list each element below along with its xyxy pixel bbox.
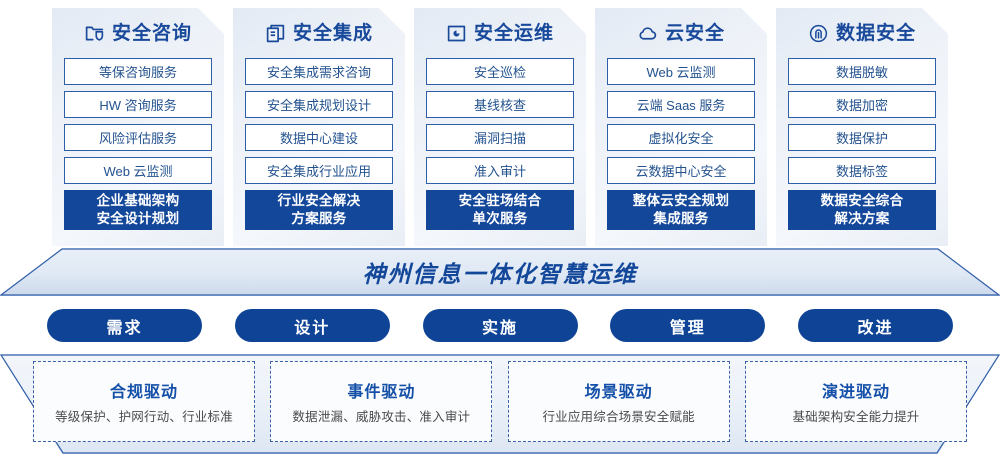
cloud-icon (637, 23, 658, 44)
service-item[interactable]: 安全巡检 (426, 58, 574, 85)
driver-title: 合规驱动 (109, 384, 178, 401)
pill-requirement[interactable]: 需求 (47, 309, 202, 342)
service-item[interactable]: 数据加密 (788, 91, 936, 118)
platform-banner: 神州信息一体化智慧运维 (0, 248, 1000, 296)
drivers-section: 合规驱动 等级保护、护网行动、行业标准 事件驱动 数据泄漏、威胁攻击、准入审计 … (0, 354, 1000, 454)
service-item[interactable]: 数据脱敏 (788, 58, 936, 85)
column-title: 安全集成 (292, 22, 373, 44)
service-item[interactable]: Web 云监测 (607, 58, 755, 85)
driver-card-scenario[interactable]: 场景驱动 行业应用综合场景安全赋能 (507, 361, 730, 442)
service-item[interactable]: 云数据中心安全 (607, 157, 755, 184)
service-item[interactable]: 虚拟化安全 (607, 124, 755, 151)
column-highlight-item[interactable]: 整体云安全规划 集成服务 (607, 190, 755, 230)
column-header: 安全咨询 (64, 8, 212, 58)
column-header: 数据安全 (788, 8, 936, 58)
driver-title: 事件驱动 (347, 384, 416, 401)
driver-title: 演进驱动 (821, 384, 890, 401)
pill-management[interactable]: 管理 (610, 309, 766, 342)
capability-column-security-operations[interactable]: 安全运维 安全巡检 基线核查 漏洞扫描 准入审计 安全驻场结合 单次服务 (414, 8, 586, 246)
column-highlight-item[interactable]: 数据安全综合 解决方案 (788, 190, 936, 230)
capability-column-security-integration[interactable]: 安全集成 安全集成需求咨询 安全集成规划设计 数据中心建设 安全集成行业应用 行… (233, 8, 405, 246)
driver-description: 数据泄漏、威胁攻击、准入审计 (292, 410, 471, 424)
service-item[interactable]: 数据保护 (788, 124, 936, 151)
service-item[interactable]: Web 云监测 (64, 157, 212, 184)
driver-title: 场景驱动 (584, 384, 653, 401)
column-title: 云安全 (664, 22, 725, 44)
driver-description: 行业应用综合场景安全赋能 (542, 410, 695, 424)
driver-description: 等级保护、护网行动、行业标准 (55, 410, 233, 424)
service-item[interactable]: 数据中心建设 (245, 124, 393, 151)
service-item[interactable]: 安全集成行业应用 (245, 157, 393, 184)
service-item[interactable]: 风险评估服务 (64, 124, 212, 151)
column-highlight-item[interactable]: 安全驻场结合 单次服务 (426, 190, 574, 230)
column-header: 安全集成 (245, 8, 393, 58)
driver-card-incident[interactable]: 事件驱动 数据泄漏、威胁攻击、准入审计 (270, 361, 493, 442)
highlight-line: 整体云安全规划 (632, 192, 730, 208)
monitor-chart-icon (446, 23, 467, 44)
capability-column-data-security[interactable]: 数据安全 数据脱敏 数据加密 数据保护 数据标签 数据安全综合 解决方案 (776, 8, 948, 246)
highlight-line: 安全设计规划 (96, 211, 180, 226)
column-title: 安全运维 (473, 22, 554, 44)
copy-documents-icon (265, 23, 286, 44)
column-header: 安全运维 (426, 8, 574, 58)
service-item[interactable]: 等保咨询服务 (64, 58, 212, 85)
drivers-list: 合规驱动 等级保护、护网行动、行业标准 事件驱动 数据泄漏、威胁攻击、准入审计 … (0, 354, 1000, 454)
banner-title: 神州信息一体化智慧运维 (362, 261, 638, 287)
highlight-line: 企业基础架构 (96, 192, 180, 208)
service-item[interactable]: 安全集成需求咨询 (245, 58, 393, 85)
highlight-line: 单次服务 (472, 211, 528, 226)
pill-design[interactable]: 设计 (234, 309, 390, 342)
column-title: 安全咨询 (111, 22, 192, 44)
lifecycle-pills: 需求 设计 实施 管理 改进 (0, 309, 1000, 342)
service-item[interactable]: 安全集成规划设计 (245, 91, 393, 118)
service-item[interactable]: 漏洞扫描 (426, 124, 574, 151)
service-item[interactable]: 准入审计 (426, 157, 574, 184)
driver-card-compliance[interactable]: 合规驱动 等级保护、护网行动、行业标准 (33, 361, 255, 442)
capability-column-security-consulting[interactable]: 安全咨询 等保咨询服务 HW 咨询服务 风险评估服务 Web 云监测 企业基础架… (52, 8, 224, 246)
highlight-line: 行业安全解决 (277, 192, 361, 208)
highlight-line: 解决方案 (834, 211, 890, 226)
column-title: 数据安全 (835, 22, 916, 44)
column-highlight-item[interactable]: 行业安全解决 方案服务 (245, 190, 393, 230)
highlight-line: 集成服务 (653, 211, 709, 226)
pill-improvement[interactable]: 改进 (798, 309, 953, 342)
service-item[interactable]: 数据标签 (788, 157, 936, 184)
fingerprint-icon (808, 23, 829, 44)
capability-columns: 安全咨询 等保咨询服务 HW 咨询服务 风险评估服务 Web 云监测 企业基础架… (0, 8, 1000, 253)
driver-card-evolution[interactable]: 演进驱动 基础架构安全能力提升 (744, 361, 967, 442)
folder-shield-icon (84, 23, 105, 44)
column-header: 云安全 (607, 8, 755, 58)
pill-implementation[interactable]: 实施 (422, 309, 578, 342)
service-item[interactable]: HW 咨询服务 (64, 91, 212, 118)
column-highlight-item[interactable]: 企业基础架构 安全设计规划 (64, 190, 212, 230)
highlight-line: 数据安全综合 (820, 192, 904, 208)
highlight-line: 方案服务 (291, 211, 347, 226)
capability-column-cloud-security[interactable]: 云安全 Web 云监测 云端 Saas 服务 虚拟化安全 云数据中心安全 整体云… (595, 8, 767, 246)
highlight-line: 安全驻场结合 (458, 192, 542, 208)
driver-description: 基础架构安全能力提升 (792, 410, 920, 424)
service-item[interactable]: 基线核查 (426, 91, 574, 118)
service-item[interactable]: 云端 Saas 服务 (607, 91, 755, 118)
